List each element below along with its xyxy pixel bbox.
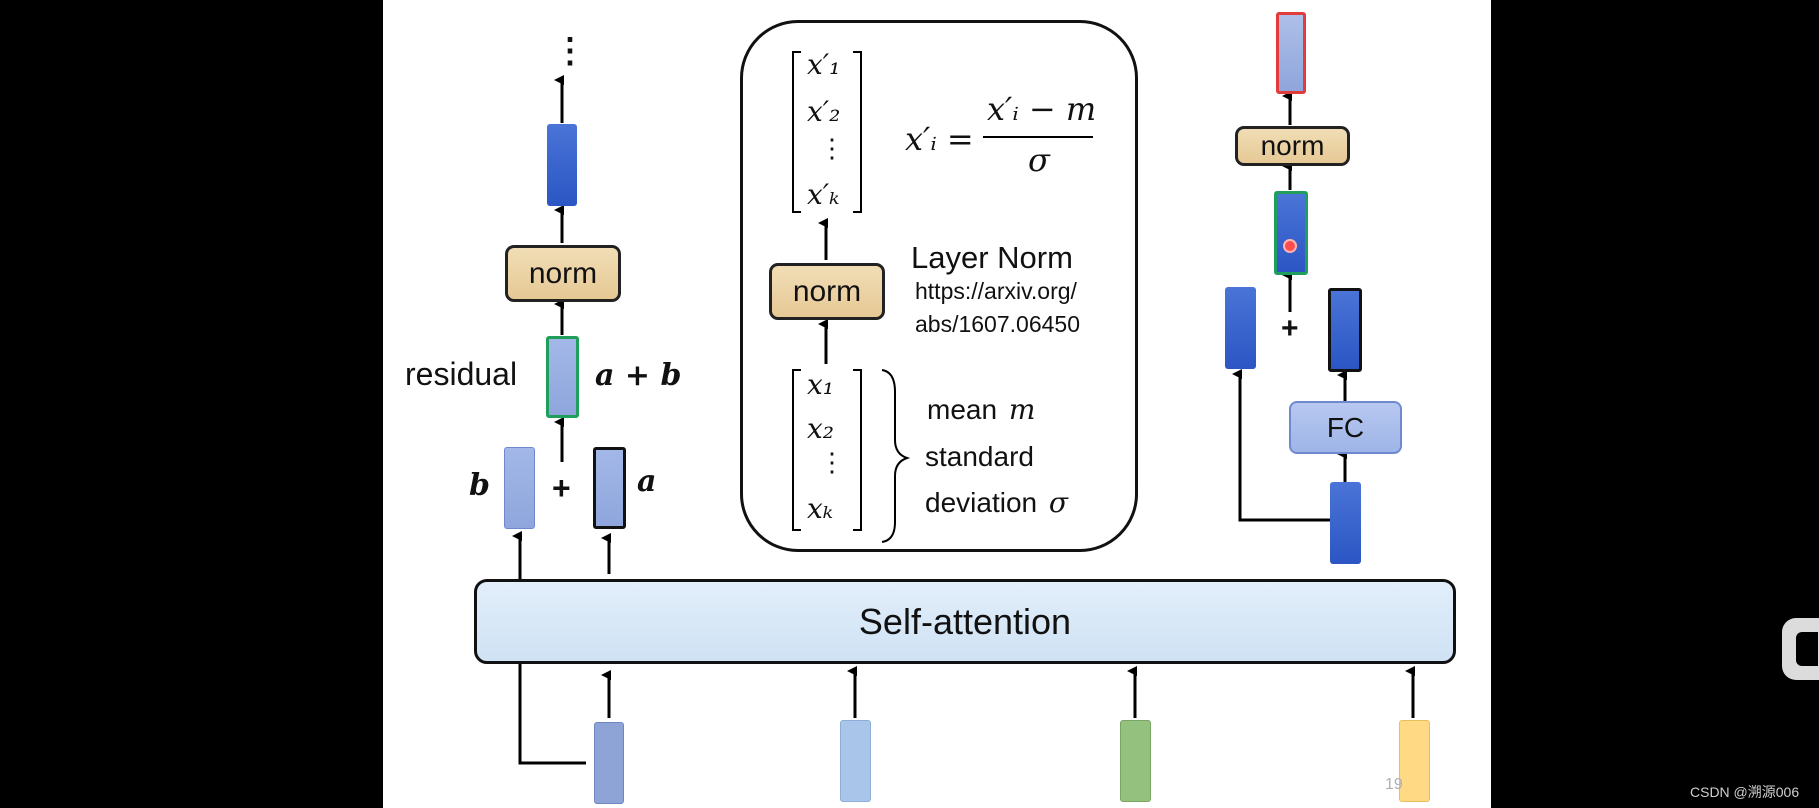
input-xk: xₖ (807, 492, 834, 525)
plus-sign: + (552, 470, 571, 506)
sum-label: a + b (595, 358, 682, 393)
b-label: b (469, 468, 490, 503)
std-line2: deviation σ (925, 486, 1068, 519)
right-residual-vector (1274, 191, 1308, 275)
paper-link-line1: https://arxiv.org/ (915, 278, 1077, 304)
layer-norm-title: Layer Norm (911, 240, 1073, 275)
right-input-vector (1330, 482, 1361, 564)
std-symbol: σ (1048, 486, 1068, 519)
right-a-vector (1328, 288, 1362, 372)
slide: ⋮ norm residual a + b b + a x′₁ x′₂ ⋮ x′… (383, 0, 1491, 808)
input-vector-1 (594, 722, 624, 804)
self-attention-block: Self-attention (474, 579, 1456, 664)
final-output-vector (1276, 12, 1306, 94)
normalized-dots: ⋮ (819, 134, 845, 164)
mean-word: mean (927, 394, 998, 425)
brace (881, 369, 911, 543)
paper-link-line2: abs/1607.06450 (915, 311, 1080, 337)
normalized-xk: x′ₖ (807, 178, 840, 211)
residual-label: residual (405, 356, 518, 392)
input-vector-3 (1120, 720, 1151, 802)
a-vector (593, 447, 626, 529)
mean-label: mean m (927, 393, 1035, 426)
arrow (1232, 369, 1331, 522)
tv-icon-screen (1796, 632, 1818, 666)
ellipsis: ⋮ (553, 31, 587, 71)
right-plus-sign: + (1281, 312, 1299, 345)
right-norm-box: norm (1235, 126, 1350, 166)
input-x2: x₂ (807, 412, 835, 445)
bracket (853, 51, 862, 213)
output-vector (547, 124, 577, 206)
a-label: a (637, 464, 657, 499)
input-vector-4 (1399, 720, 1430, 802)
std-word: deviation (925, 487, 1038, 518)
normalized-x2: x′₂ (807, 95, 841, 128)
b-vector (504, 447, 535, 529)
residual-vector (546, 336, 579, 418)
formula-denominator: σ (1028, 141, 1050, 179)
cursor-dot (1283, 239, 1297, 253)
watermark: CSDN @溯源006 (1690, 784, 1800, 800)
center-norm-box: norm (769, 263, 885, 320)
std-line1: standard (925, 441, 1034, 472)
input-vector-2 (840, 720, 871, 802)
input-x1: x₁ (807, 368, 835, 401)
formula-lhs: x′ᵢ = (905, 120, 974, 158)
fc-box: FC (1289, 401, 1402, 454)
mean-symbol: m (1008, 393, 1036, 426)
input-dots: ⋮ (819, 448, 845, 478)
normalized-x1: x′₁ (807, 48, 841, 81)
right-b-vector (1225, 287, 1256, 369)
formula-numerator: x′ᵢ − m (987, 90, 1097, 128)
bracket (853, 369, 862, 531)
norm-box: norm (505, 245, 621, 302)
layer-norm-panel (740, 20, 1138, 552)
slide-number: 19 (1385, 776, 1403, 793)
